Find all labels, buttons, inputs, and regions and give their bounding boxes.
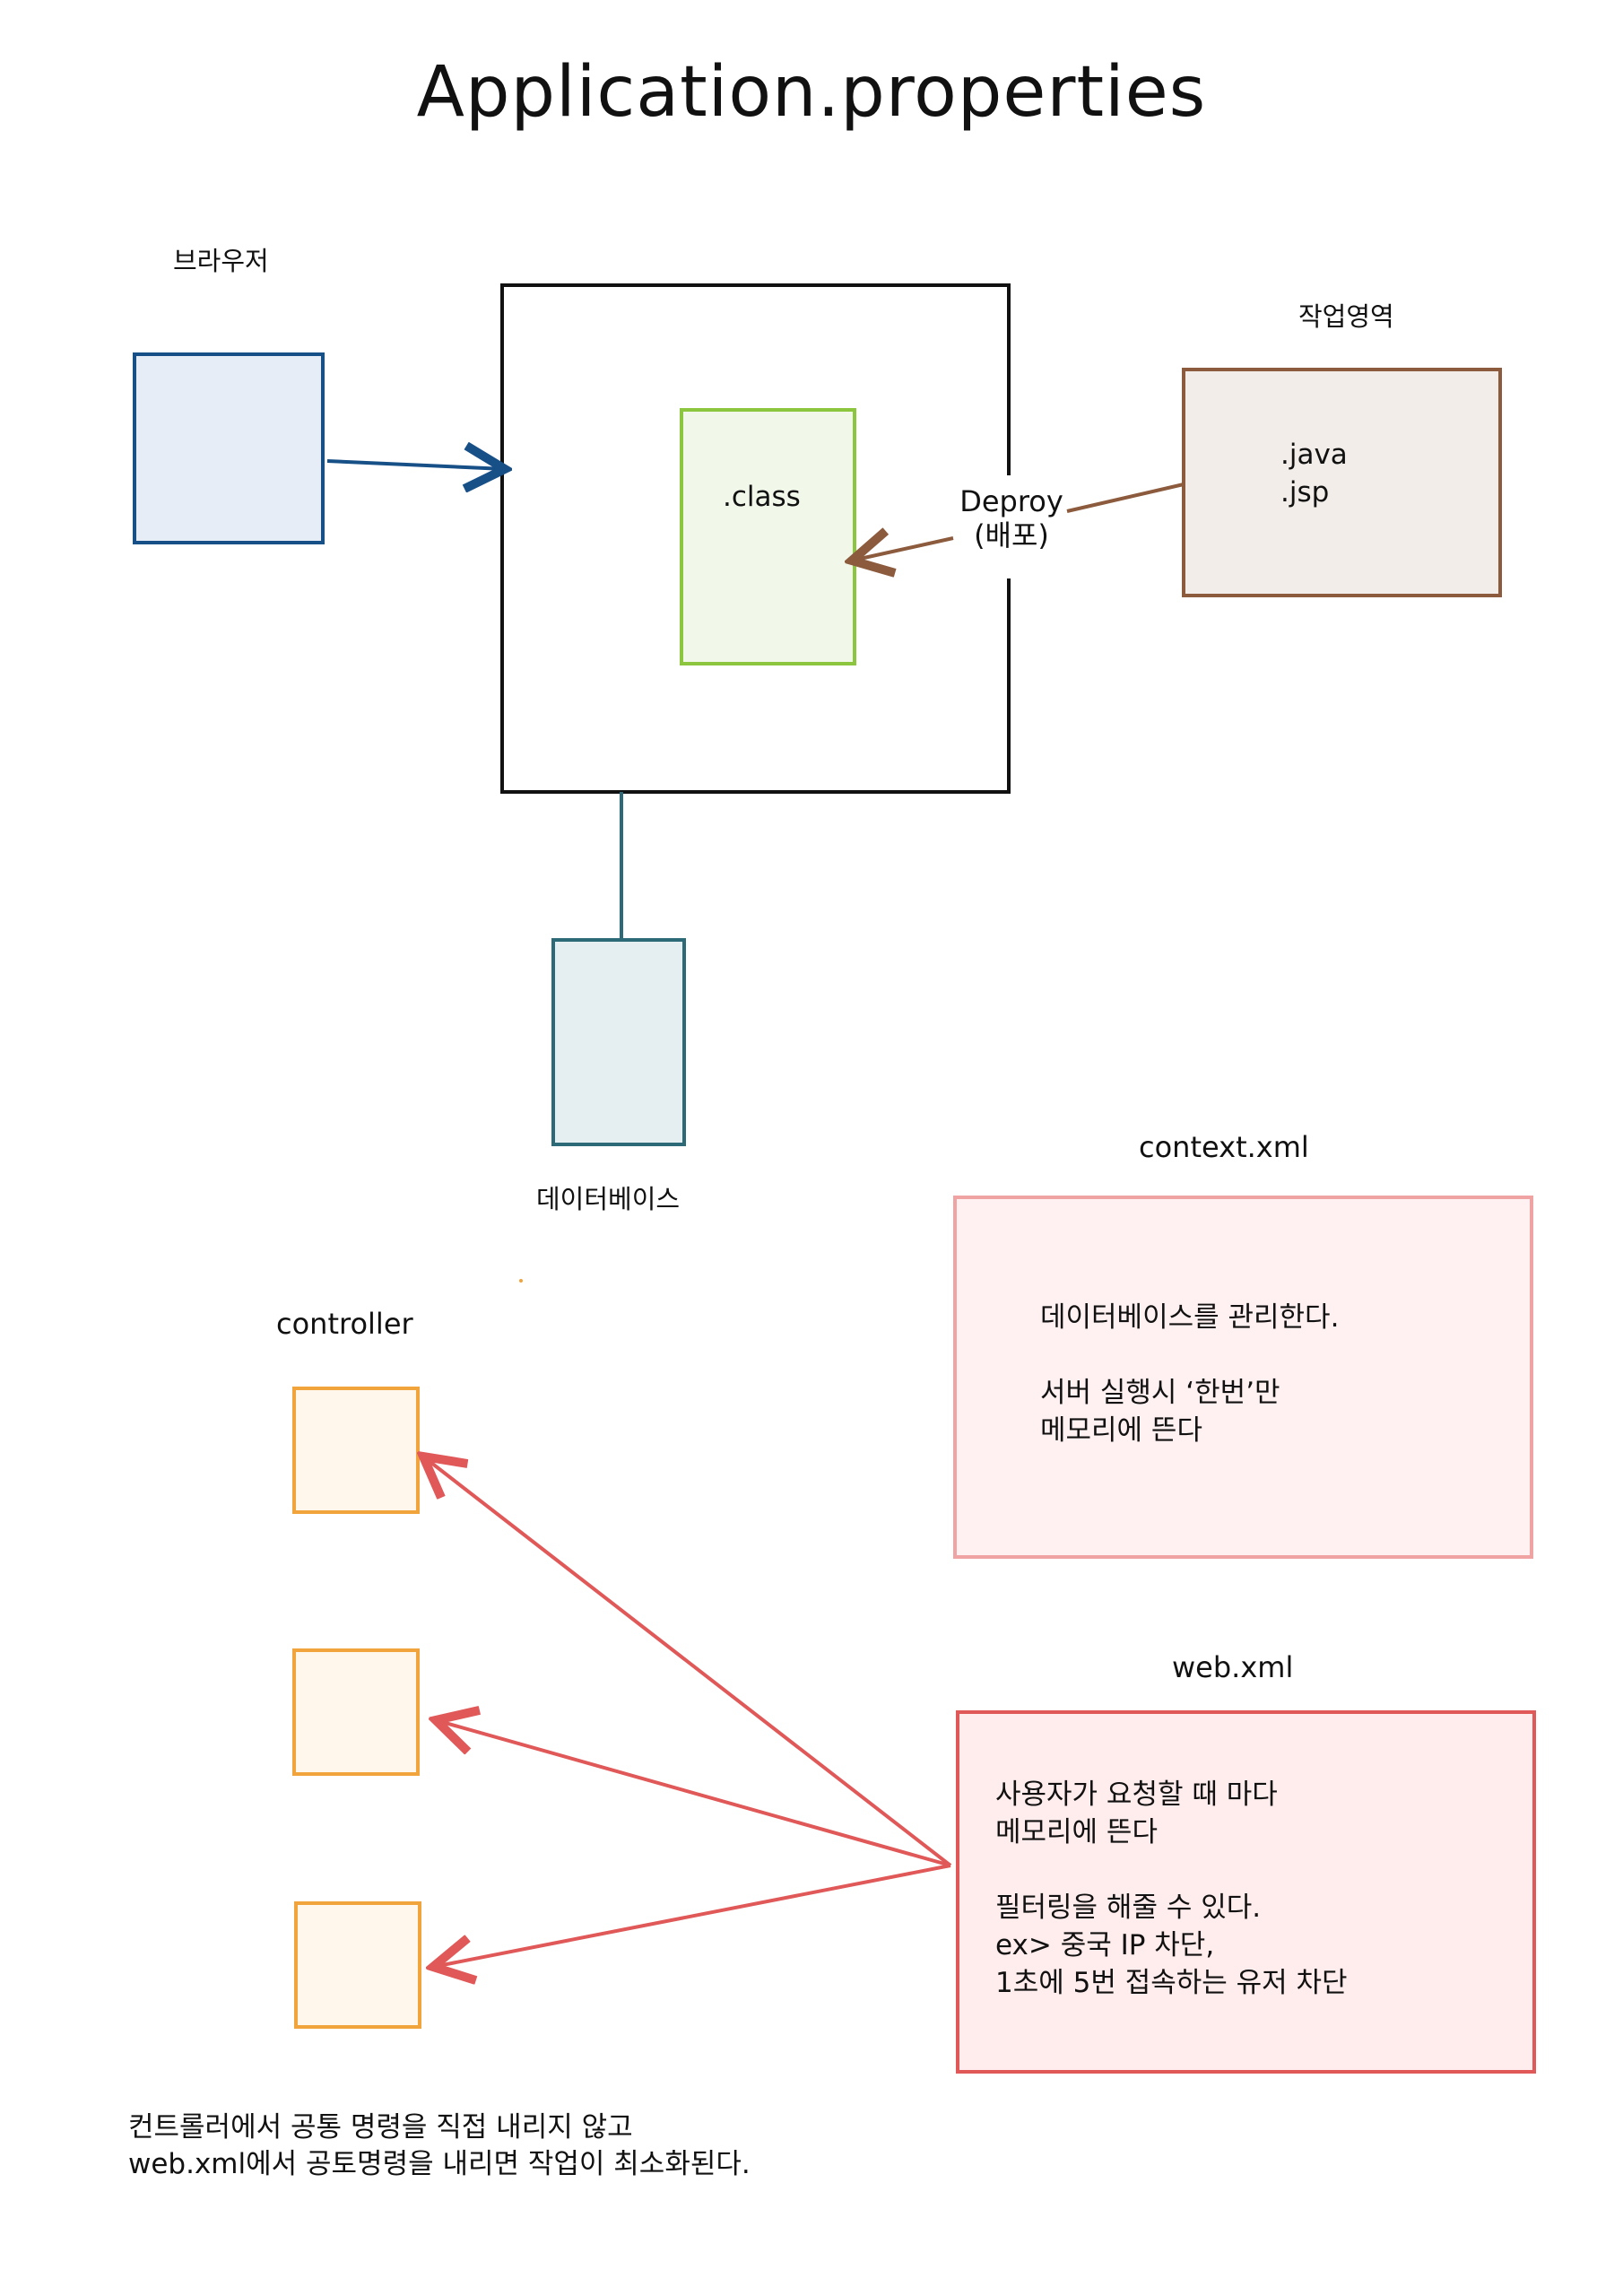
page-title: Application.properties [416,52,1207,133]
workspace-text: .java .jsp [1280,439,1348,509]
footer-note: 컨트롤러에서 공통 명령을 직접 내리지 않고 web.xml에서 공토명령을 … [128,2111,751,2180]
workspace-label: 작업영역 [1298,301,1394,332]
small-orange-dot [519,1279,523,1283]
context-xml-text: 데이터베이스를 관리한다. 서버 실행시 ‘한번’만 메모리에 뜬다 [1040,1301,1340,1447]
web-to-controller-arrow-2 [436,1720,951,1867]
deploy-label: Deproy (배포) [959,484,1063,552]
deploy-to-class-arrow [852,538,954,561]
web-xml-box [956,1710,1536,2074]
workspace-box [1182,368,1502,597]
browser-label: 브라우저 [173,246,269,276]
browser-to-server-arrow [326,461,505,469]
web-xml-label: web.xml [1172,1650,1294,1684]
database-box [551,938,686,1146]
workspace-to-deploy-line [1066,483,1185,513]
context-xml-label: context.xml [1139,1130,1309,1164]
web-to-controller-arrow-3 [433,1864,951,1967]
class-text: .class [723,481,801,513]
controller-box-2 [292,1648,420,1776]
controller-box-3 [294,1901,421,2029]
controller-label: controller [276,1307,413,1341]
context-xml-box [953,1196,1533,1559]
web-to-controller-arrow-1 [423,1457,952,1867]
browser-box [133,352,325,544]
deploy-label-gap [955,475,1067,578]
controller-box-1 [292,1387,420,1514]
database-label: 데이터베이스 [536,1184,681,1214]
class-box [680,408,856,665]
web-xml-text: 사용자가 요청할 때 마다 메모리에 뜬다 필터링을 해줄 수 있다. ex> … [995,1779,1348,1999]
